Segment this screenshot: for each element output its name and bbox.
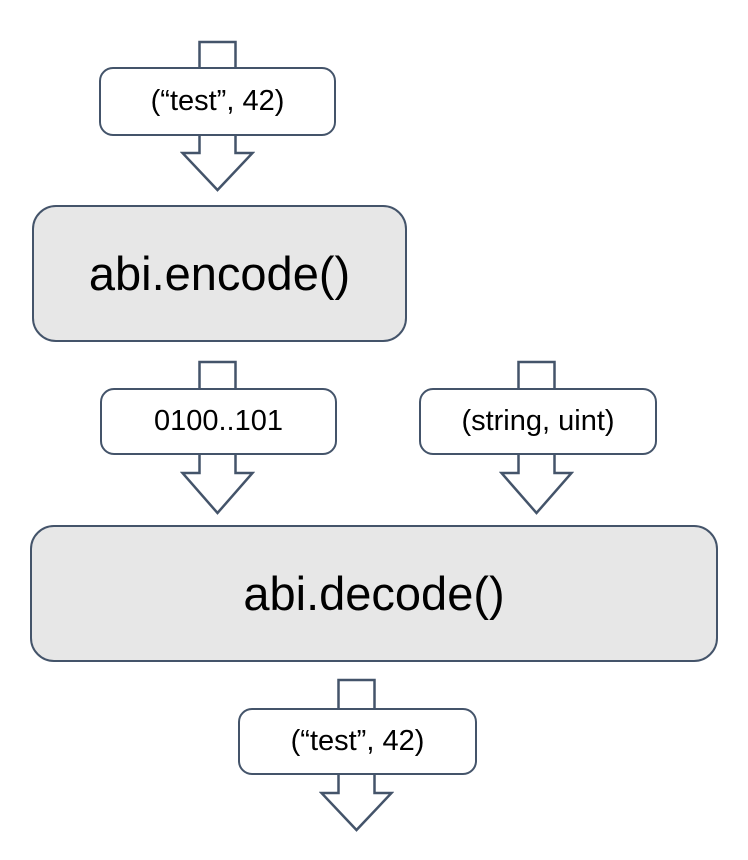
- encoded-bytes-label: 0100..101: [100, 388, 337, 455]
- decode-process-box: abi.decode(): [30, 525, 718, 662]
- encode-process-box: abi.encode(): [32, 205, 407, 342]
- decode-types-label: (string, uint): [419, 388, 657, 455]
- input-value-label: (“test”, 42): [99, 67, 336, 136]
- output-value-label: (“test”, 42): [238, 708, 477, 775]
